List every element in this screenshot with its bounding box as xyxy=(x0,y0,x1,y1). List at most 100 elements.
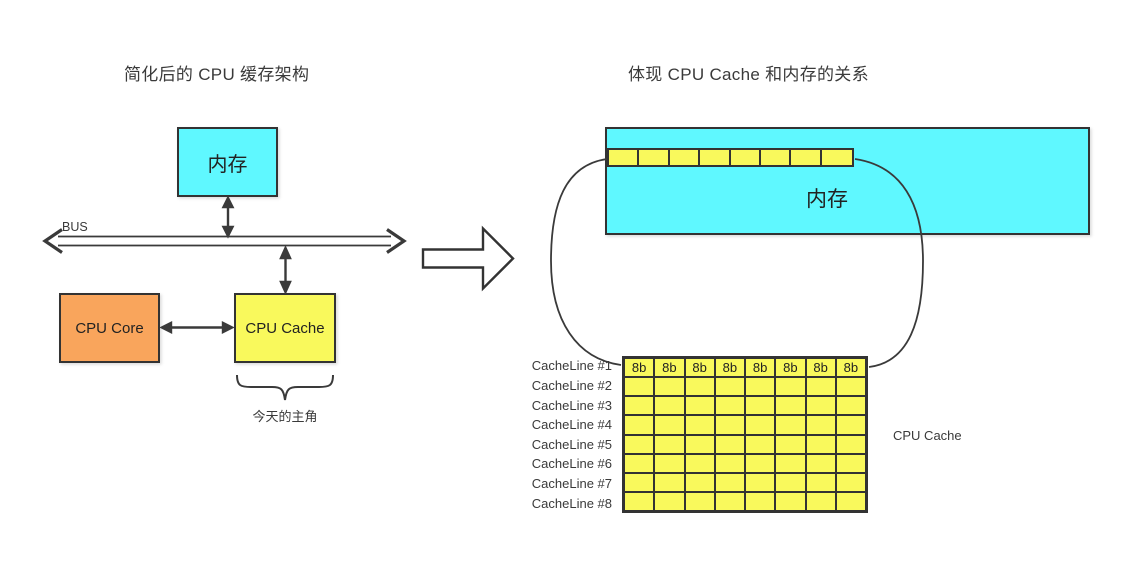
cache-grid-cell xyxy=(714,491,745,511)
cache-grid-cell xyxy=(835,491,866,511)
cache-grid-cell xyxy=(745,453,776,473)
memory-strip-cell xyxy=(639,150,670,165)
cache-grid-cell xyxy=(624,396,655,416)
cache-grid-cell xyxy=(775,377,806,397)
memory-strip-cell xyxy=(700,150,731,165)
left-panel-title: 简化后的 CPU 缓存架构 xyxy=(124,65,310,84)
cache-grid-cell xyxy=(745,491,776,511)
cache-grid-cell xyxy=(745,434,776,454)
cache-grid-cell xyxy=(684,434,715,454)
cache-grid-cell xyxy=(684,377,715,397)
transform-arrow-icon xyxy=(421,225,515,292)
cache-grid-cell xyxy=(775,415,806,435)
cache-grid-cell xyxy=(654,434,685,454)
cache-grid-cell xyxy=(714,472,745,492)
cacheline-label: CacheLine #5 xyxy=(531,436,612,452)
cacheline-label: CacheLine #3 xyxy=(531,397,612,413)
cache-grid-cell xyxy=(714,453,745,473)
cache-grid-cell xyxy=(775,396,806,416)
cache-grid-cell: 8b xyxy=(805,358,836,378)
memory-box-left: 内存 xyxy=(177,127,278,197)
cache-grid-cell: 8b xyxy=(684,358,715,378)
cacheline-label: CacheLine #1 xyxy=(531,358,612,374)
cacheline-label: CacheLine #8 xyxy=(531,495,612,511)
cache-grid-cell xyxy=(654,472,685,492)
cache-grid-cell: 8b xyxy=(835,358,866,378)
cache-grid-cell xyxy=(775,491,806,511)
memory-strip-cell xyxy=(821,150,852,165)
cpu-cache-side-label: CPU Cache xyxy=(893,428,962,443)
right-panel-title: 体现 CPU Cache 和内存的关系 xyxy=(628,65,869,84)
cache-grid-cell xyxy=(775,453,806,473)
cpu-cache-box: CPU Cache xyxy=(234,293,336,363)
memory-strip-cell xyxy=(609,150,640,165)
cache-grid-cell xyxy=(684,491,715,511)
memory-box-left-label: 内存 xyxy=(207,153,248,176)
cache-grid-cell xyxy=(654,377,685,397)
bus-line xyxy=(42,228,407,254)
cache-grid-cell xyxy=(805,453,836,473)
cache-grid-cell xyxy=(714,415,745,435)
cpu-core-label: CPU Core xyxy=(75,319,144,337)
cache-grid-cell: 8b xyxy=(714,358,745,378)
cpu-core-box: CPU Core xyxy=(59,293,160,363)
cache-grid-cell xyxy=(745,472,776,492)
cache-grid-cell xyxy=(714,377,745,397)
memory-strip-cell xyxy=(760,150,792,165)
memory-bus-arrow xyxy=(221,195,235,239)
cache-grid-cell xyxy=(714,434,745,454)
cacheline-label: CacheLine #7 xyxy=(531,476,612,492)
memory-strip-cell xyxy=(669,150,701,165)
bus-cache-arrow xyxy=(279,245,292,295)
cache-grid-cell xyxy=(684,472,715,492)
bus-right-arrowhead xyxy=(386,228,407,254)
cache-grid-cell xyxy=(775,434,806,454)
underbrace xyxy=(236,374,334,401)
cache-grid-cell xyxy=(835,415,866,435)
cache-grid-cell xyxy=(624,377,655,397)
cache-grid-cell xyxy=(745,396,776,416)
cache-grid-cell xyxy=(745,415,776,435)
bus-label: BUS xyxy=(62,220,88,234)
cache-grid-cell xyxy=(624,472,655,492)
cache-grid-cell xyxy=(805,434,836,454)
cache-grid-cell: 8b xyxy=(624,358,655,378)
memory-strip xyxy=(607,148,854,167)
memory-strip-cell xyxy=(730,150,761,165)
cache-grid-cell xyxy=(624,491,655,511)
cache-grid-cell xyxy=(684,415,715,435)
cache-grid-cell xyxy=(835,377,866,397)
bus-left-arrowhead xyxy=(42,228,63,254)
cache-grid-cell xyxy=(805,491,836,511)
cache-grid-cell xyxy=(835,434,866,454)
cache-grid-cell xyxy=(745,377,776,397)
cache-grid-cell xyxy=(775,472,806,492)
cacheline-label: CacheLine #2 xyxy=(531,377,612,393)
cache-grid-cell xyxy=(835,472,866,492)
cache-grid-cell xyxy=(684,396,715,416)
cacheline-label: CacheLine #4 xyxy=(531,417,612,433)
cache-grid-cell xyxy=(624,415,655,435)
cache-grid-cell xyxy=(624,434,655,454)
core-cache-arrow xyxy=(159,321,235,334)
cpu-cache-box-label: CPU Cache xyxy=(245,319,325,337)
memory-box-right xyxy=(605,127,1090,235)
cache-grid-cell xyxy=(835,396,866,416)
cache-grid-cell xyxy=(714,396,745,416)
memory-strip-cell xyxy=(791,150,822,165)
cache-grid-cell xyxy=(805,415,836,435)
cache-grid-cell: 8b xyxy=(654,358,685,378)
cache-grid-cell xyxy=(654,453,685,473)
cacheline-label: CacheLine #6 xyxy=(531,456,612,472)
cache-grid-cell xyxy=(684,453,715,473)
cacheline-labels: CacheLine #1 CacheLine #2 CacheLine #3 Cach… xyxy=(498,356,612,513)
cache-grid-cell xyxy=(805,396,836,416)
cache-grid-cell xyxy=(654,491,685,511)
cache-grid-cell xyxy=(805,377,836,397)
brace-caption: 今天的主角 xyxy=(252,409,318,424)
cache-grid-cell: 8b xyxy=(745,358,776,378)
cache-grid-cell xyxy=(805,472,836,492)
cache-grid-cell xyxy=(654,396,685,416)
cache-grid-cell xyxy=(835,453,866,473)
